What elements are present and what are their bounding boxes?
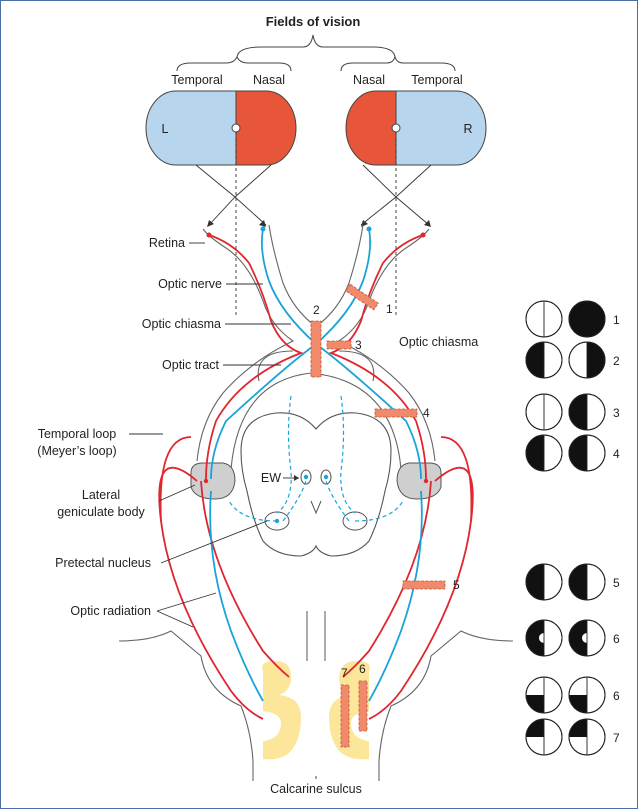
lesion-7 [340,684,350,748]
fields-bracket [236,34,396,59]
left-eye-label: L [162,122,169,136]
lesion-6 [358,680,368,732]
defect-right-field-2 [568,341,606,379]
right-visual-field: R [345,90,487,166]
right-field-bracket [340,55,456,72]
left-lateral-geniculate-body [190,462,236,500]
defect-left-field-5 [525,563,563,601]
defect-row-label: 2 [613,354,620,368]
defect-right-field-5 [568,563,606,601]
left-visual-field: L [145,90,297,166]
defect-left-field-1 [525,300,563,338]
defect-right-field-8 [568,718,606,756]
diagram-title: Fields of vision [266,14,361,29]
lgb-label-line1: Lateral [82,488,120,502]
right-nasal-field [345,90,397,166]
retina-label: Retina [149,236,185,250]
defect-row-label: 4 [613,447,620,461]
meyers-loop-label: (Meyer’s loop) [37,444,116,458]
lesion-number-6: 6 [359,662,366,676]
temporal-loop-label: Temporal loop [38,427,117,441]
ew-label: EW [261,471,281,485]
right-temporal-label: Temporal [411,73,462,87]
defect-right-field-3 [568,393,606,431]
defect-right-field-4 [568,434,606,472]
light-rays [195,164,432,226]
visual-field-defects: 1 2 3 4 5 6 6 7 [525,300,620,756]
left-nasal-field [235,90,297,166]
pupillary-pathway-dashed [228,395,404,522]
ray-arrowheads [207,220,431,227]
defect-row-label: 1 [613,313,620,327]
defect-row-label: 6 [613,689,620,703]
lesion-2 [310,320,322,378]
defect-row-label: 6 [613,632,620,646]
lesion-1 [345,283,379,311]
pretectal-nucleus-label: Pretectal nucleus [55,556,151,570]
lesion-number-2: 2 [313,303,320,317]
defect-left-field-3 [525,393,563,431]
lesion-5 [402,580,446,590]
calcarine-sulcus-label: Calcarine sulcus [270,782,362,796]
lesion-number-5: 5 [453,578,460,592]
defect-right-field-6 [568,619,606,657]
defect-left-field-6 [525,619,563,657]
left-temporal-label: Temporal [171,73,222,87]
right-temporal-fill [396,91,456,165]
right-fixation-point [391,123,401,133]
left-field-bracket [176,55,292,72]
meyers-loop-left [159,436,192,522]
left-nasal-label: Nasal [253,73,285,87]
defect-row-label: 3 [613,406,620,420]
left-temporal-fill [176,91,236,165]
defect-left-field-7 [525,676,563,714]
optic-chiasma-label: Optic chiasma [142,317,221,331]
lesion-number-7: 7 [341,666,348,680]
right-eye-label: R [463,122,472,136]
defect-right-field-1 [568,300,606,338]
leader-lines [129,242,317,779]
lesion-number-4: 4 [423,406,430,420]
defect-row-label: 7 [613,731,620,745]
defect-row-label: 5 [613,576,620,590]
meyers-loop-right [440,436,473,522]
defect-left-field-2 [525,341,563,379]
defect-right-field-7 [568,676,606,714]
optic-nerve-label: Optic nerve [158,277,222,291]
defect-left-field-4 [525,434,563,472]
left-fixation-point [231,123,241,133]
defect-left-field-8 [525,718,563,756]
optic-tract-label: Optic tract [162,358,219,372]
optic-chiasma-right-label: Optic chiasma [399,335,478,349]
lesion-4 [374,408,418,418]
lesion-number-3: 3 [355,338,362,352]
lesion-bars [310,283,446,748]
lesion-3 [326,340,352,350]
right-lateral-geniculate-body [396,462,442,500]
left-visual-cortex [262,661,301,760]
aqueduct [310,500,322,515]
lesion-number-1: 1 [386,302,393,316]
optic-radiation-label: Optic radiation [70,604,151,618]
right-nasal-label: Nasal [353,73,385,87]
lgb-label-line2: geniculate body [57,505,145,519]
occipital-outline [118,611,514,781]
